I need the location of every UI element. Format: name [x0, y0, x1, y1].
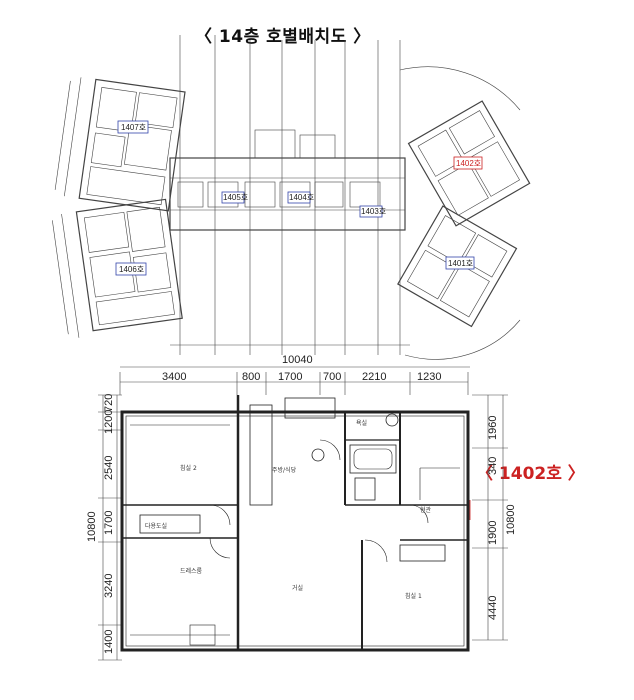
room-bath: 욕실: [356, 419, 367, 427]
site-plan: [52, 35, 531, 360]
room-living: 거실: [292, 584, 303, 592]
site-unit-1404: 1404호: [289, 193, 314, 202]
left-dim-4: 1700: [103, 511, 115, 535]
room-bedroom2: 침실 2: [180, 464, 197, 472]
top-dim-4: 700: [323, 371, 341, 383]
site-unit-1403: 1403호: [361, 207, 386, 216]
page-title: 〈 14층 호별배치도 〉: [195, 27, 371, 47]
top-dim-3: 1700: [278, 371, 302, 383]
floorplan: 10040 3400 800 1700 700 2210 1230 1200 7…: [86, 354, 517, 661]
left-dim-5: 3240: [103, 574, 115, 598]
top-dim-6: 1230: [417, 371, 441, 383]
right-dim-4: 4440: [487, 596, 499, 620]
site-unit-1402: 1402호: [456, 159, 481, 168]
left-dim-3: 2540: [103, 456, 115, 480]
left-dim-6: 1400: [103, 630, 115, 654]
left-total: 10800: [86, 511, 98, 542]
room-utility: 다용도실: [145, 522, 167, 530]
top-dim-1: 3400: [162, 371, 186, 383]
right-dim-3: 1900: [487, 521, 499, 545]
room-dressroom: 드레스룸: [180, 567, 203, 575]
right-dim-2: 340: [487, 457, 499, 475]
top-dim-2: 800: [242, 371, 260, 383]
left-dim-2: 720: [103, 394, 115, 412]
site-unit-labels: 1407호 1406호 1405호 1404호 1403호 1402호 1401…: [115, 120, 483, 276]
room-entrance: 현관: [420, 506, 432, 514]
top-dim-5: 2210: [362, 371, 386, 383]
site-unit-1401: 1401호: [448, 259, 473, 268]
site-unit-1406: 1406호: [119, 265, 144, 274]
total-width: 10040: [282, 354, 313, 366]
room-kitchen: 주방/식당: [272, 466, 297, 474]
right-dim-1: 1960: [487, 416, 499, 440]
room-bedroom1: 침실 1: [405, 592, 422, 600]
site-unit-1407: 1407호: [121, 123, 146, 132]
site-unit-1405: 1405호: [223, 193, 248, 202]
left-dim-1: 1200: [103, 410, 115, 434]
right-total: 10800: [505, 504, 517, 535]
